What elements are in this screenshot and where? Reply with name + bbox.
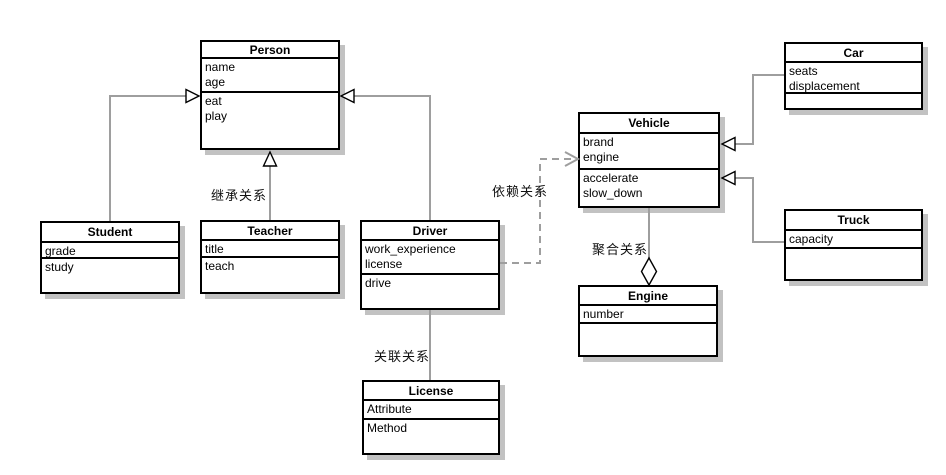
class-title: Person <box>202 42 338 59</box>
class-attribute: seats <box>789 64 818 78</box>
class-attributes-section: name age <box>202 59 338 93</box>
edge-label-aggregation[interactable]: 聚合关系 <box>592 242 649 257</box>
class-method: study <box>45 260 74 274</box>
class-attribute: title <box>205 242 224 256</box>
class-box-driver[interactable]: Driver work_experience license drive <box>360 220 500 310</box>
edge-label-association[interactable]: 关联关系 <box>374 349 431 364</box>
class-title: License <box>364 382 498 401</box>
class-box-car[interactable]: Car seats displacement <box>784 42 923 110</box>
class-attribute: age <box>205 75 226 89</box>
class-attributes-section: grade <box>42 243 178 259</box>
class-title: Truck <box>786 211 921 231</box>
class-method: slow_down <box>583 186 643 200</box>
class-attribute: number <box>583 307 624 321</box>
class-methods-section: accelerate slow_down <box>580 170 718 206</box>
class-title: Car <box>786 44 921 63</box>
class-method: drive <box>365 276 392 290</box>
class-method: eat <box>205 94 222 108</box>
class-attribute: work_experience <box>365 242 456 256</box>
class-box-teacher[interactable]: Teacher title teach <box>200 220 340 294</box>
class-attributes-section: Attribute <box>364 401 498 420</box>
class-attributes-section: brand engine <box>580 134 718 170</box>
class-methods-section: drive <box>362 275 498 308</box>
inheritance-arrowhead-icon <box>720 170 736 186</box>
class-title: Teacher <box>202 222 338 241</box>
class-attributes-section: seats displacement <box>786 63 921 94</box>
dependency-arrowhead-icon <box>564 151 581 167</box>
class-method: play <box>205 109 228 123</box>
edge-label-inheritance[interactable]: 继承关系 <box>211 188 268 203</box>
class-box-license[interactable]: License Attribute Method <box>362 380 500 455</box>
class-attributes-section: number <box>580 306 716 324</box>
class-attribute: capacity <box>789 232 834 246</box>
edge-label-dependency[interactable]: 依赖关系 <box>492 184 549 199</box>
class-attribute: engine <box>583 150 620 164</box>
class-methods-section: study <box>42 259 178 292</box>
class-methods-section: eat play <box>202 93 338 148</box>
class-methods-section: teach <box>202 258 338 292</box>
class-method: accelerate <box>583 171 639 185</box>
class-attribute: displacement <box>789 79 860 93</box>
class-method: teach <box>205 259 235 273</box>
class-title: Driver <box>362 222 498 241</box>
aggregation-diamond-icon <box>640 256 658 287</box>
edge-driver-vehicle-dependency[interactable] <box>500 151 581 264</box>
class-title: Student <box>42 223 178 243</box>
class-box-student[interactable]: Student grade study <box>40 221 180 294</box>
class-box-engine[interactable]: Engine number <box>578 285 718 357</box>
edge-truck-vehicle-inheritance[interactable] <box>720 170 784 243</box>
class-attribute: name <box>205 60 236 74</box>
class-methods-section <box>786 249 921 279</box>
class-box-vehicle[interactable]: Vehicle brand engine accelerate slow_dow… <box>578 112 720 208</box>
class-title: Engine <box>580 287 716 306</box>
class-attribute: brand <box>583 135 614 149</box>
class-attribute: license <box>365 257 403 271</box>
class-attribute: Attribute <box>367 402 412 416</box>
class-attribute: grade <box>45 244 76 258</box>
edge-student-person-inheritance[interactable] <box>109 88 201 222</box>
inheritance-arrowhead-icon <box>339 88 355 104</box>
class-attributes-section: capacity <box>786 231 921 249</box>
class-attributes-section: title <box>202 241 338 258</box>
class-box-person[interactable]: Person name age eat play <box>200 40 340 150</box>
class-methods-section: Method <box>364 420 498 453</box>
class-methods-section <box>580 324 716 355</box>
inheritance-arrowhead-icon <box>720 136 736 152</box>
class-methods-section <box>786 94 921 108</box>
edge-driver-person-inheritance[interactable] <box>339 88 431 221</box>
class-title: Vehicle <box>580 114 718 134</box>
edge-car-vehicle-inheritance[interactable] <box>720 74 784 152</box>
class-box-truck[interactable]: Truck capacity <box>784 209 923 281</box>
inheritance-arrowhead-icon <box>185 88 201 104</box>
class-method: Method <box>367 421 408 435</box>
class-attributes-section: work_experience license <box>362 241 498 275</box>
inheritance-arrowhead-icon <box>262 150 278 167</box>
